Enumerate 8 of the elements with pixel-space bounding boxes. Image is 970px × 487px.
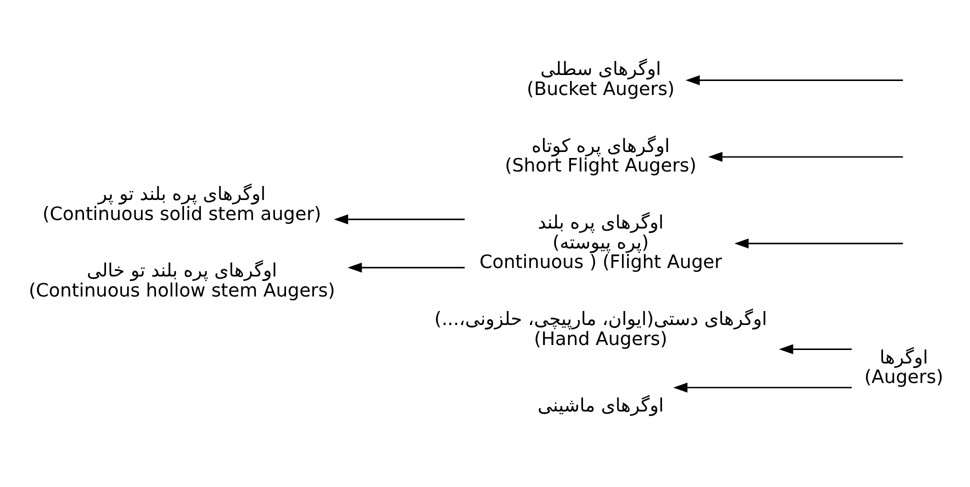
arrow — [348, 262, 465, 273]
arrow — [708, 152, 903, 162]
node-text: اوگرهای ماشینی — [538, 396, 664, 417]
arrow — [334, 214, 465, 224]
arrow — [686, 75, 903, 86]
arrow — [778, 344, 852, 354]
arrow — [734, 238, 903, 248]
arrow — [673, 382, 852, 393]
